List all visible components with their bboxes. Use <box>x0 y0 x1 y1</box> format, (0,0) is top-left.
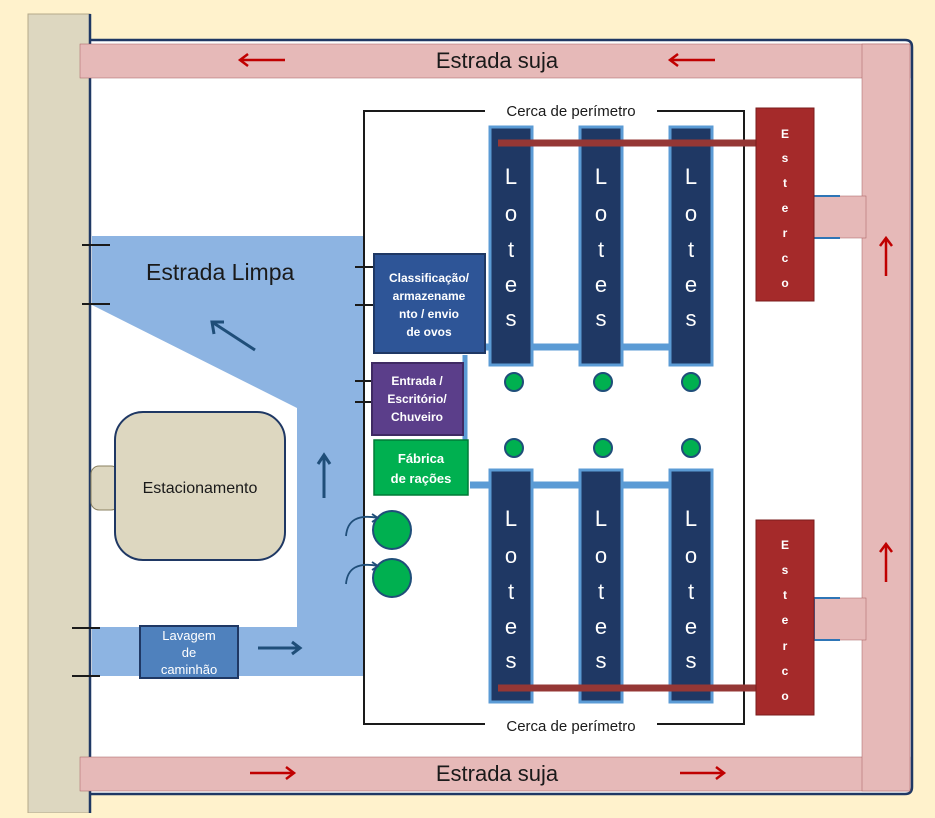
svg-text:Fábrica: Fábrica <box>398 451 445 466</box>
red-arrow-right-icon <box>680 766 727 780</box>
entrance-office-building: Entrada / Escritório/ Chuveiro <box>371 362 464 436</box>
svg-text:Entrada /: Entrada / <box>391 374 443 388</box>
svg-text:s: s <box>596 306 607 331</box>
svg-text:o: o <box>781 276 788 290</box>
svg-text:o: o <box>685 543 697 568</box>
svg-text:L: L <box>505 506 517 531</box>
fence-label-bg <box>485 712 657 738</box>
svg-text:r: r <box>783 639 788 653</box>
svg-text:de ovos: de ovos <box>406 325 452 339</box>
svg-text:s: s <box>506 306 517 331</box>
svg-text:de: de <box>182 645 196 660</box>
svg-text:t: t <box>508 579 514 604</box>
svg-text:e: e <box>685 614 697 639</box>
egg-grading-building: Classificação/ armazename nto / envio de… <box>373 253 486 354</box>
feed-silo <box>372 510 412 598</box>
svg-text:c: c <box>782 251 789 265</box>
svg-text:t: t <box>508 237 514 262</box>
left-boundary-strip <box>27 13 91 814</box>
svg-text:o: o <box>595 543 607 568</box>
svg-text:t: t <box>598 579 604 604</box>
red-arrow-up-icon <box>879 541 893 582</box>
dirty-road-bottom <box>79 756 911 792</box>
red-arrow-left-icon <box>667 53 715 67</box>
fence-label-bg <box>485 98 657 124</box>
svg-text:o: o <box>781 689 788 703</box>
parking-area: Estacionamento <box>90 411 286 561</box>
svg-text:o: o <box>595 201 607 226</box>
curved-arrow-icon <box>345 513 380 537</box>
svg-text:E: E <box>781 538 789 552</box>
feed-bin <box>504 372 701 458</box>
dirty-road-top-label: Estrada suja <box>436 48 559 73</box>
svg-text:e: e <box>505 614 517 639</box>
clean-road <box>92 236 364 676</box>
svg-text:e: e <box>782 201 789 215</box>
blue-arrow-up-left-icon <box>210 320 256 352</box>
svg-text:o: o <box>505 201 517 226</box>
svg-text:E: E <box>781 127 789 141</box>
fence-top-label: Cerca de perímetro <box>506 103 635 120</box>
svg-text:e: e <box>505 272 517 297</box>
svg-text:o: o <box>505 543 517 568</box>
svg-text:Lavagem: Lavagem <box>162 628 215 643</box>
svg-text:Escritório/: Escritório/ <box>387 392 447 406</box>
manure-access-top <box>813 195 867 239</box>
svg-text:armazename: armazename <box>393 289 466 303</box>
svg-text:t: t <box>783 176 787 190</box>
red-arrow-up-icon <box>879 235 893 276</box>
svg-text:t: t <box>688 579 694 604</box>
svg-text:L: L <box>595 164 607 189</box>
red-arrow-right-icon <box>250 766 297 780</box>
svg-text:Chuveiro: Chuveiro <box>391 410 443 424</box>
svg-text:L: L <box>685 506 697 531</box>
svg-text:s: s <box>782 563 789 577</box>
curved-arrow-icon <box>345 561 380 585</box>
truck-wash-building: Lavagem de caminhão <box>139 625 239 679</box>
feed-mill-building: Fábrica de rações <box>373 439 469 496</box>
svg-text:L: L <box>595 506 607 531</box>
svg-text:r: r <box>783 226 788 240</box>
svg-text:e: e <box>595 272 607 297</box>
svg-text:e: e <box>782 613 789 627</box>
svg-text:Classificação/: Classificação/ <box>389 271 470 285</box>
manure-access-bottom <box>813 597 867 641</box>
svg-text:L: L <box>505 164 517 189</box>
fence-bottom-label: Cerca de perímetro <box>506 718 635 735</box>
dirty-road-right <box>861 43 911 792</box>
svg-text:s: s <box>596 648 607 673</box>
svg-text:Estacionamento: Estacionamento <box>143 480 258 497</box>
svg-text:c: c <box>782 664 789 678</box>
svg-text:s: s <box>686 306 697 331</box>
svg-text:nto / envio: nto / envio <box>399 307 459 321</box>
svg-text:caminhão: caminhão <box>161 662 217 677</box>
svg-text:o: o <box>685 201 697 226</box>
svg-text:s: s <box>506 648 517 673</box>
red-arrow-left-icon <box>237 53 285 67</box>
svg-text:e: e <box>685 272 697 297</box>
svg-text:de rações: de rações <box>391 471 452 486</box>
svg-text:t: t <box>783 588 787 602</box>
svg-text:t: t <box>688 237 694 262</box>
svg-text:t: t <box>598 237 604 262</box>
clean-road-label: Estrada Limpa <box>146 259 295 285</box>
dirty-road-bottom-label: Estrada suja <box>436 761 559 786</box>
svg-text:e: e <box>595 614 607 639</box>
svg-text:L: L <box>685 164 697 189</box>
blue-arrow-up-icon <box>316 452 332 498</box>
blue-arrow-right-icon <box>258 640 303 656</box>
svg-text:s: s <box>782 151 789 165</box>
svg-text:s: s <box>686 648 697 673</box>
